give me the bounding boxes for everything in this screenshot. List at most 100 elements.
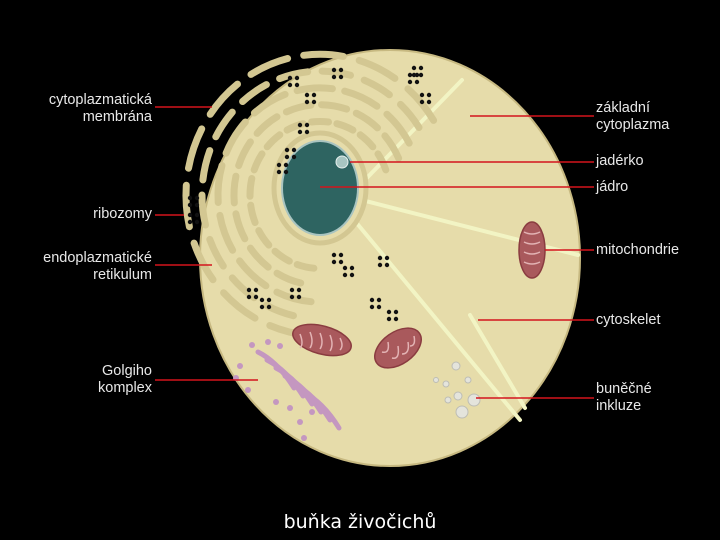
ribosome	[298, 130, 302, 134]
ribosome	[427, 100, 431, 104]
ribosome	[420, 93, 424, 97]
ribosome	[305, 123, 309, 127]
ribosome	[370, 305, 374, 309]
ribosome	[277, 170, 281, 174]
ribosome	[267, 298, 271, 302]
ribosome	[254, 295, 258, 299]
ribosome	[195, 203, 199, 207]
ribosome	[277, 163, 281, 167]
inclusion-granule	[452, 362, 460, 370]
inclusion-granule	[465, 377, 471, 383]
inclusion-granule	[456, 406, 468, 418]
golgi-vesicle	[273, 399, 279, 405]
ribosome	[305, 93, 309, 97]
ribosome	[377, 305, 381, 309]
ribosome	[408, 80, 412, 84]
ribosome	[284, 163, 288, 167]
ribosome	[295, 76, 299, 80]
er-segment	[218, 166, 222, 203]
ribosome	[339, 253, 343, 257]
ribosome	[297, 295, 301, 299]
er-segment	[304, 54, 344, 56]
golgi-vesicle	[277, 343, 283, 349]
er-segment	[251, 205, 255, 222]
ribosome	[377, 298, 381, 302]
ribosome	[292, 148, 296, 152]
label-nucleus: jádro	[596, 179, 716, 196]
er-segment	[234, 176, 236, 203]
inclusion-granule	[468, 394, 480, 406]
mitochondrion	[519, 222, 545, 278]
golgi-vesicle	[301, 435, 307, 441]
inclusion-granule	[443, 381, 449, 387]
ribosome	[378, 256, 382, 260]
ribosome	[195, 196, 199, 200]
label-endoplasmic-reticulum: endoplazmatickéretikulum	[0, 250, 152, 284]
ribosome	[247, 288, 251, 292]
ribosome	[295, 83, 299, 87]
ribosome	[288, 76, 292, 80]
ribosome	[285, 148, 289, 152]
label-cell-inclusions: buněčnéinkluze	[596, 381, 716, 415]
ribosome	[412, 73, 416, 77]
ribosome	[339, 68, 343, 72]
golgi-vesicle	[237, 363, 243, 369]
ribosome	[350, 266, 354, 270]
ribosome	[378, 263, 382, 267]
ribosome	[343, 273, 347, 277]
label-nucleolus: jadérko	[596, 153, 716, 170]
ribosome	[415, 80, 419, 84]
ribosome	[419, 66, 423, 70]
ribosome	[290, 295, 294, 299]
label-cytoskeleton: cytoskelet	[596, 312, 716, 329]
diagram-caption: buňka živočichů	[0, 511, 720, 533]
ribosome	[305, 130, 309, 134]
ribosome	[387, 317, 391, 321]
ribosome	[188, 220, 192, 224]
ribosome	[260, 305, 264, 309]
ribosome	[195, 213, 199, 217]
ribosome	[288, 83, 292, 87]
inclusion-granule	[454, 392, 462, 400]
golgi-vesicle	[245, 387, 251, 393]
ribosome	[350, 273, 354, 277]
label-mitochondria: mitochondrie	[596, 242, 716, 259]
ribosome	[332, 68, 336, 72]
nucleolus	[336, 156, 348, 168]
ribosome	[332, 75, 336, 79]
ribosome	[260, 298, 264, 302]
er-segment	[297, 88, 332, 91]
ribosome	[290, 288, 294, 292]
ribosome	[343, 266, 347, 270]
label-ribosomes: ribozomy	[0, 206, 152, 223]
er-segment	[202, 195, 206, 225]
ribosome	[298, 123, 302, 127]
ribosome	[188, 213, 192, 217]
er-segment	[250, 179, 252, 197]
ribosome	[339, 75, 343, 79]
ribosome	[419, 73, 423, 77]
ribosome	[427, 93, 431, 97]
golgi-vesicle	[249, 342, 255, 348]
ribosome	[408, 73, 412, 77]
label-basic-cytoplasm: základnícytoplazma	[596, 100, 716, 134]
ribosome	[297, 288, 301, 292]
er-segment	[312, 121, 329, 122]
ribosome	[394, 310, 398, 314]
ribosome	[420, 100, 424, 104]
ribosome	[305, 100, 309, 104]
ribosome	[292, 155, 296, 159]
ribosome	[247, 295, 251, 299]
golgi-vesicle	[309, 409, 315, 415]
golgi-vesicle	[287, 405, 293, 411]
inclusion-granule	[445, 397, 451, 403]
ribosome	[195, 220, 199, 224]
ribosome	[267, 305, 271, 309]
ribosome	[188, 203, 192, 207]
golgi-vesicle	[297, 419, 303, 425]
ribosome	[285, 155, 289, 159]
ribosome	[312, 93, 316, 97]
er-segment	[322, 71, 350, 75]
ribosome	[412, 66, 416, 70]
